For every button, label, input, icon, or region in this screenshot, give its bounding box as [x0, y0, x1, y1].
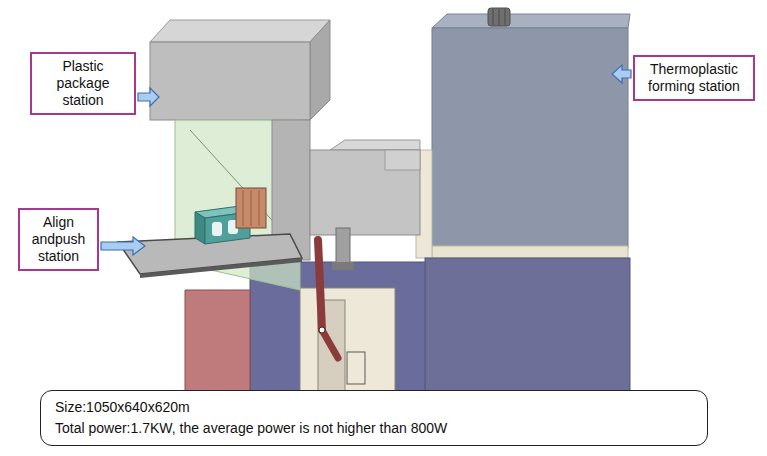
station-name: Plastic package station — [38, 58, 128, 109]
link-arm — [318, 240, 322, 330]
cylinder-foot — [332, 262, 354, 270]
block-stripe — [243, 190, 244, 226]
pointer-arrow — [101, 237, 145, 255]
link-arm — [322, 330, 338, 358]
housing-top — [432, 14, 630, 28]
station-label-box: Align andpush station — [18, 208, 99, 271]
spec-note-box: Size:1050x640x620mTotal power:1.7KW, the… — [40, 390, 708, 446]
step-housing — [310, 150, 420, 235]
spec-text: Total power:1.7KW, the average power is … — [55, 418, 693, 439]
base-opening — [300, 288, 395, 395]
package-top — [150, 20, 330, 42]
base-right — [425, 258, 630, 395]
teal-slot — [212, 222, 222, 236]
station-name: Thermoplastic forming station — [641, 61, 747, 95]
pivot — [319, 327, 325, 333]
step-top — [330, 140, 420, 150]
copper-block — [236, 188, 266, 228]
plate-edge — [140, 258, 302, 278]
block-stripe — [259, 190, 260, 226]
station-label-box: Thermoplastic forming station — [633, 55, 755, 101]
knob-ridge — [499, 9, 500, 25]
knob-ridge — [505, 9, 506, 25]
block-stripe — [251, 190, 252, 226]
pointer-arrow — [138, 88, 159, 106]
step-cap — [385, 150, 420, 170]
package-housing — [150, 42, 310, 120]
station-label-box: Plastic package station — [30, 52, 136, 115]
forming-housing — [432, 28, 628, 248]
pointer-arrow — [612, 65, 631, 83]
spec-text: Size:1050x640x620m — [55, 397, 693, 418]
package-side — [310, 20, 330, 120]
base-left — [185, 290, 250, 395]
knob — [488, 8, 510, 26]
opening-slot — [347, 352, 365, 384]
station-name: Align andpush station — [26, 214, 91, 265]
knob-ridge — [493, 9, 494, 25]
housing-band — [432, 246, 628, 258]
teal-side — [195, 212, 205, 244]
